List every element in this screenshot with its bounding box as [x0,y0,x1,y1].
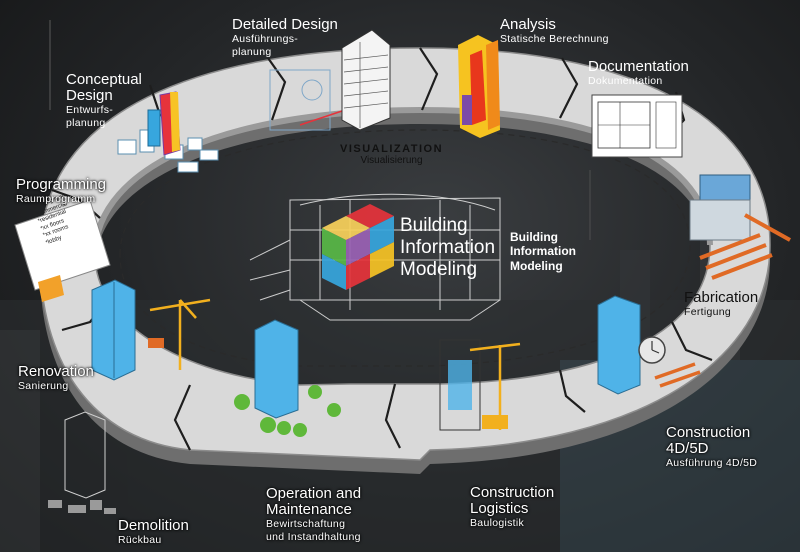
stage-demolition: Demolition Rückbau [118,518,189,547]
stage-title: Operation and [266,485,362,502]
ring-inner-lip [92,106,713,256]
visualization-label-en: VISUALIZATION [340,143,444,155]
programming-clipboard [14,199,111,302]
renovation-tower [91,279,211,381]
stage-subtitle: Bewirtschaftung [266,517,346,530]
stage-detailed-design: Detailed Design Ausführungs- planung [232,17,338,60]
logistics-crane-tower [439,339,521,431]
stage-subtitle: Ausführung 4D/5D [666,456,758,469]
stage-subtitle: Sanierung [18,379,69,392]
center-title-line: Modeling [400,258,478,280]
stage-subtitle: Dokumentation [588,74,663,87]
stage-title: Documentation [588,58,689,75]
stage-subtitle: und Instandhaltung [266,531,361,544]
stage-fabrication: Fabrication Fertigung [684,290,758,319]
stage-title: Design [66,86,113,104]
operation-tower [234,319,341,437]
center-title-line: Building [400,215,468,236]
stage-title: Renovation [18,363,94,380]
demolition-tower [48,411,116,514]
center-title-line: Information [400,236,496,258]
stage-title: Construction [666,424,751,441]
stage-subtitle: Statische Berechnung [500,32,609,45]
stage-documentation: Documentation Dokumentation [588,59,689,88]
bim-cube-logo [322,204,394,290]
stage-renovation: Renovation Sanierung [18,364,94,393]
stage-title: Demolition [118,517,189,534]
stage-subtitle: Rückbau [118,533,162,546]
center-subtitle-line: Modeling [510,258,563,273]
stage-analysis: Analysis Statische Berechnung [500,17,609,46]
documentation-plan-sheet [591,94,683,158]
stage-subtitle: Ausführungs- [232,32,299,45]
center-subtitle: Building Information Modeling [510,230,576,273]
construction-4d5d-tower [597,295,701,395]
stage-conceptual-design: Conceptual Design Entwurfs- planung [66,72,142,131]
stage-subtitle: planung [232,46,272,59]
segment-dividers [51,47,749,451]
analysis-heatmap-tower [458,35,500,138]
center-subtitle-line: Building [510,230,558,244]
detailed-design-tower [269,29,391,131]
stage-title: Logistics [470,499,529,517]
stage-construction-4d5d: Construction 4D/5D Ausführung 4D/5D [666,425,757,470]
center-subtitle-line: Information [510,244,576,259]
stage-title: 4D/5D [666,439,709,457]
conceptual-design-blocks [117,91,219,173]
stage-programming: Programming Raumprogramm [16,177,106,206]
visualization-label: VISUALIZATION Visualisierung [340,143,443,166]
stage-title: Conceptual [66,71,142,88]
fabrication-machine [689,174,791,280]
stage-subtitle: Entwurfs- [66,103,114,116]
center-title: Building Information Modeling [400,215,495,281]
stage-subtitle: Fertigung [684,305,732,318]
stage-subtitle: Raumprogramm [16,192,96,205]
stage-title: Detailed Design [232,16,338,33]
stage-subtitle: planung [66,117,106,130]
ring-shadow [40,62,770,474]
stage-construction-logistics: Construction Logistics Baulogistik [470,485,554,530]
lifecycle-ring [39,47,771,474]
visualization-label-de: Visualisierung [360,155,423,166]
stage-title: Maintenance [266,500,352,518]
stage-title: Construction [470,484,555,501]
stage-title: Analysis [500,16,556,33]
stage-subtitle: Baulogistik [470,516,525,529]
stage-operation-maintenance: Operation and Maintenance Bewirtschaftun… [266,486,361,545]
stage-title: Programming [16,176,107,193]
stage-title: Fabrication [684,289,759,306]
